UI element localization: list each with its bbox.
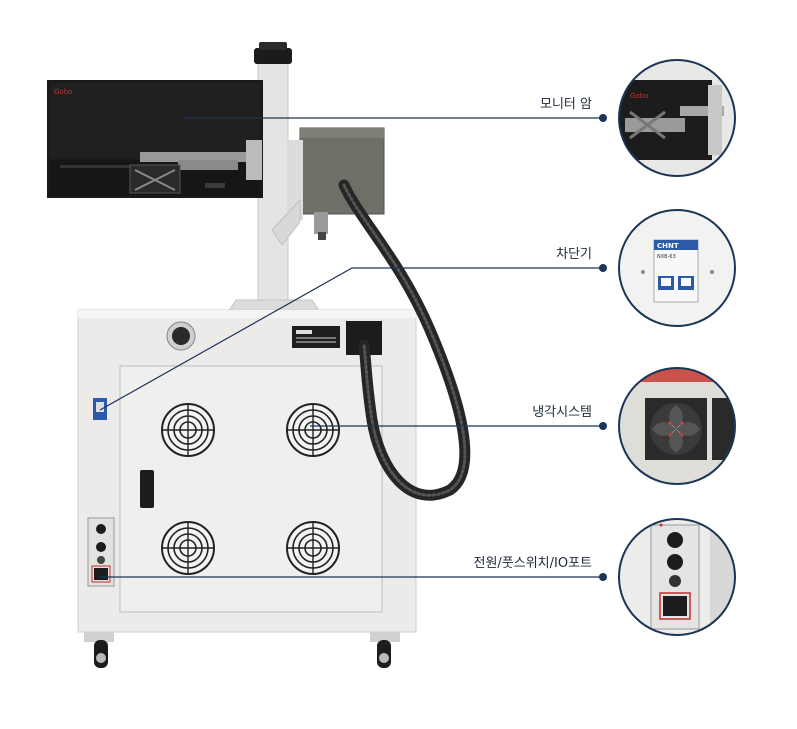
callout-power-footswitch-io: 전원/풋스위치/IO포트 (473, 556, 592, 571)
callout-dots (599, 114, 607, 581)
laser-head (271, 127, 385, 246)
cooling-fans (161, 403, 340, 575)
casters (84, 632, 400, 668)
detail-cooling (618, 367, 736, 485)
breaker-brand: CHNT (657, 242, 679, 250)
breaker-model: NXB-63 (657, 254, 676, 260)
callout-monitor-arm: 모니터 암 (540, 97, 592, 112)
cabinet (77, 309, 417, 633)
monitor-brand: Gobo (54, 88, 72, 96)
detail-power (618, 518, 736, 636)
detail-monitor-arm: Gobo (618, 59, 736, 177)
detail-breaker: CHNT NXB-63 (618, 209, 736, 327)
laser-marking-machine: Gobo (47, 42, 471, 668)
monitor-arm (129, 140, 262, 194)
monitor: Gobo (47, 80, 263, 198)
callout-lines (99, 117, 603, 578)
callout-cooling-system: 냉각시스템 (532, 405, 592, 420)
callout-breaker: 차단기 (556, 247, 592, 262)
detail-monitor-brand: Gobo (630, 92, 648, 100)
